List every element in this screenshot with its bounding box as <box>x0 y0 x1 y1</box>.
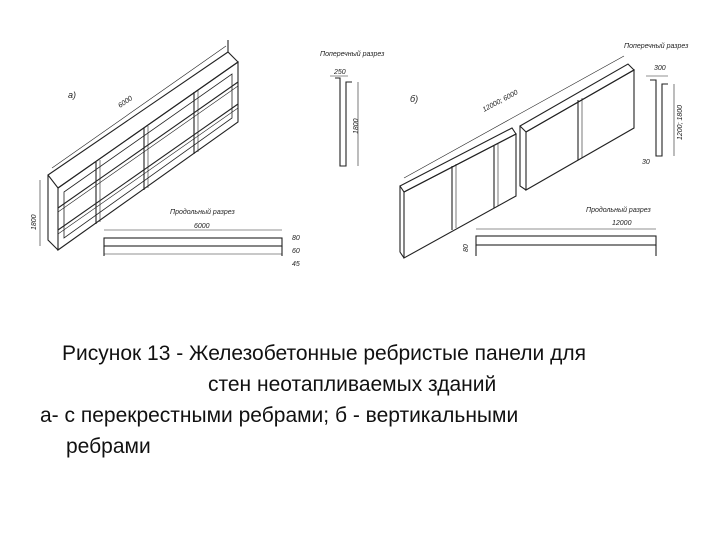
panel-b-marker: б) <box>410 94 418 104</box>
panel-b-cross-section-title: Поперечный разрез <box>624 42 689 50</box>
caption-line-title: Рисунок 13 - Железобетонные ребристые па… <box>62 342 586 365</box>
caption-line-legend: а- с перекрестными ребрами; б - вертикал… <box>40 404 519 427</box>
caption-line-legend-cont: ребрами <box>66 435 151 458</box>
panel-b-dim-small-2: 30 <box>642 159 650 166</box>
figure-caption: Рисунок 13 - Железобетонные ребристые па… <box>40 338 690 462</box>
panel-b-dim-length: 12000; 6000 <box>482 89 520 114</box>
panel-a-dim-small-1: 80 <box>292 235 300 242</box>
panel-a-marker: а) <box>68 90 76 100</box>
panel-a-dim-height: 1800 <box>31 214 38 230</box>
panel-b-drawing <box>399 55 675 259</box>
panel-a-longitudinal-section-title: Продольный разрез <box>170 208 236 216</box>
panel-b-dim-height: 1200; 1800 <box>677 105 684 140</box>
caption-line-title-cont: стен неотапливаемых зданий <box>208 373 497 396</box>
panel-a-dim-small-3: 45 <box>292 261 300 268</box>
panel-b-longitudinal-section-title: Продольный разрез <box>586 206 652 214</box>
panel-a-dim-small-2: 60 <box>292 248 300 255</box>
panel-b-dim-small-1: 80 <box>463 244 470 252</box>
technical-drawing: а) Поперечный разрез Продольный разрез 6… <box>31 40 689 268</box>
panel-a-dim-section-height: 1800 <box>353 118 360 134</box>
panel-b-dim-top: 300 <box>654 65 666 72</box>
panel-a-dim-length: 6000 <box>117 95 134 110</box>
panel-a-dim-top: 250 <box>333 69 346 76</box>
panel-b-dim-bottom: 12000 <box>612 220 632 227</box>
panel-a-cross-section-title: Поперечный разрез <box>320 50 385 58</box>
panel-a-dim-bottom: 6000 <box>194 223 210 230</box>
panel-a-drawing <box>39 40 359 256</box>
